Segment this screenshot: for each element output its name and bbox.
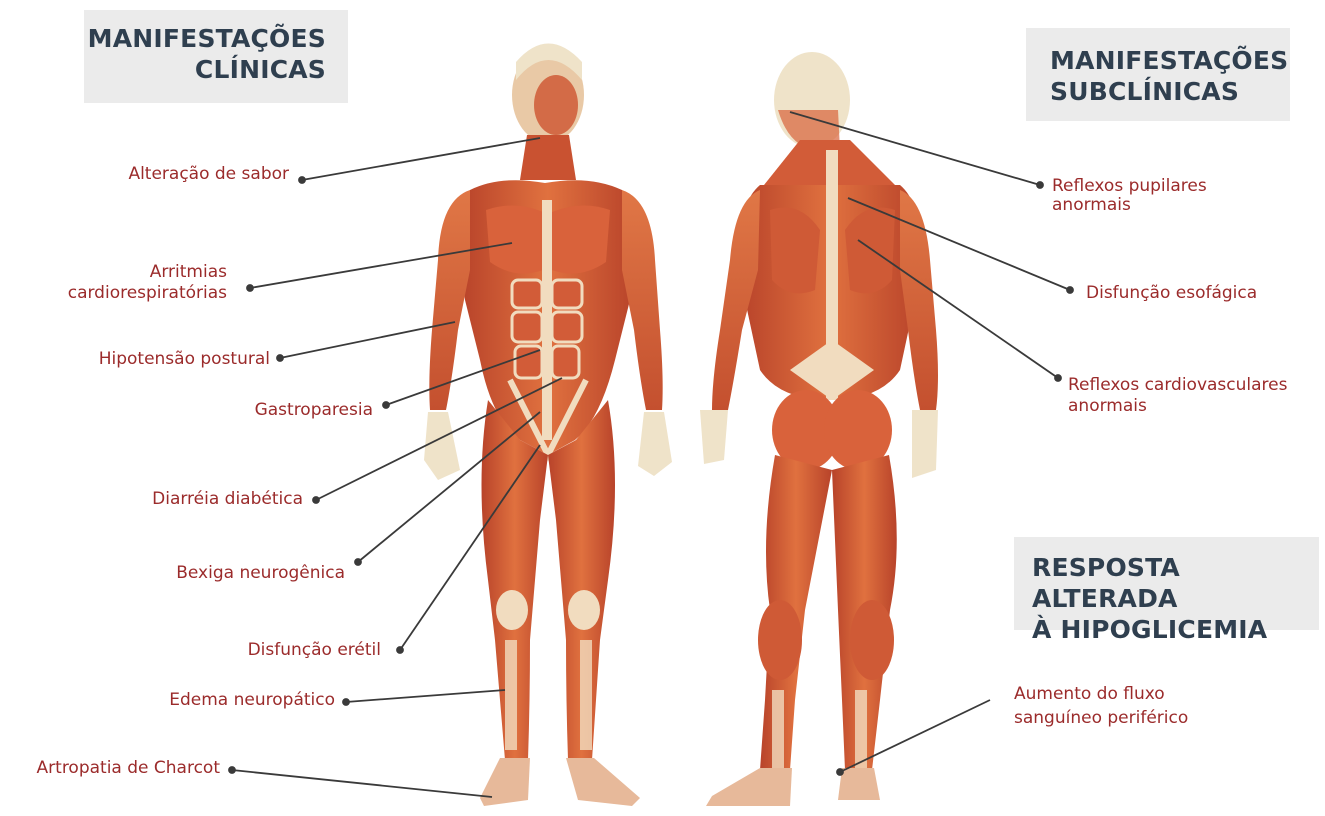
label-taste-alteration: Alteração de sabor <box>128 164 289 185</box>
back-figure <box>700 52 938 806</box>
label-cardiorespiratory-arrhythmias: Arritmias cardiorespiratórias <box>68 262 227 304</box>
label-line: Diarréia diabética <box>152 489 303 510</box>
label-diabetic-diarrhea: Diarréia diabética <box>152 489 303 510</box>
label-charcot-arthropathy: Artropatia de Charcot <box>37 758 220 779</box>
label-line: Edema neuropático <box>169 690 335 711</box>
label-abnormal-cardiovascular-reflexes: Reflexos cardiovasculares anormais <box>1068 375 1287 417</box>
label-line: anormais <box>1052 196 1207 215</box>
label-neuropathic-edema: Edema neuropático <box>169 690 335 711</box>
label-line: Alteração de sabor <box>128 164 289 185</box>
label-line: Gastroparesia <box>255 400 373 421</box>
label-line: Artropatia de Charcot <box>37 758 220 779</box>
label-abnormal-pupillary-reflexes: Reflexos pupilares anormais <box>1052 177 1207 215</box>
label-gastroparesis: Gastroparesia <box>255 400 373 421</box>
label-line: Arritmias <box>68 262 227 283</box>
label-line: Bexiga neurogênica <box>176 563 345 584</box>
label-line: sanguíneo periférico <box>1014 706 1188 730</box>
label-neurogenic-bladder: Bexiga neurogênica <box>176 563 345 584</box>
label-line: anormais <box>1068 396 1287 417</box>
label-line: cardiorespiratórias <box>68 283 227 304</box>
front-figure <box>424 44 672 807</box>
label-line: Reflexos cardiovasculares <box>1068 375 1287 396</box>
label-line: Reflexos pupilares <box>1052 177 1207 196</box>
label-erectile-dysfunction: Disfunção erétil <box>248 640 381 661</box>
label-postural-hypotension: Hipotensão postural <box>99 349 270 370</box>
label-line: Disfunção erétil <box>248 640 381 661</box>
label-line: Aumento do fluxo <box>1014 682 1188 706</box>
label-line: Disfunção esofágica <box>1086 283 1257 304</box>
label-esophageal-dysfunction: Disfunção esofágica <box>1086 283 1257 304</box>
label-line: Hipotensão postural <box>99 349 270 370</box>
label-increased-peripheral-blood-flow: Aumento do fluxo sanguíneo periférico <box>1014 682 1188 730</box>
